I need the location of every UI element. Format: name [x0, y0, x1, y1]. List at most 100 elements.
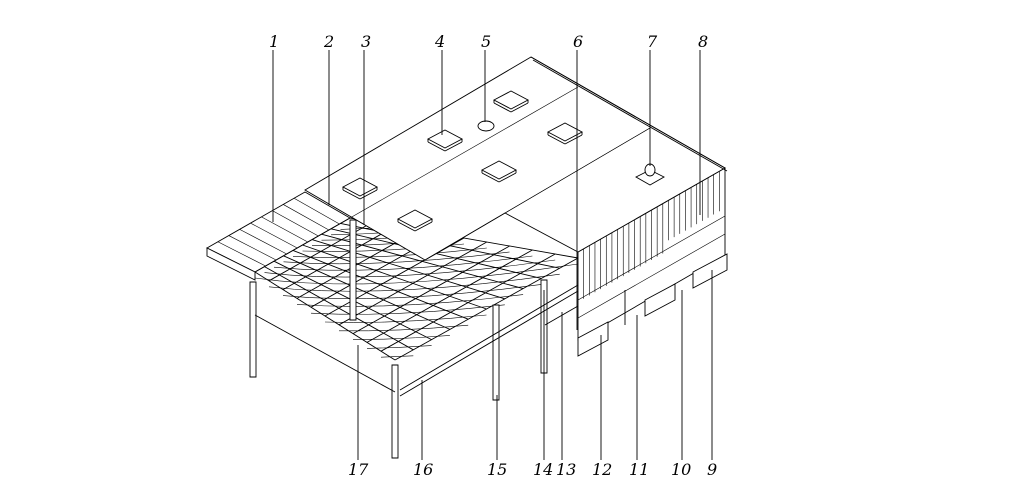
- space-frame-chord: [380, 253, 556, 352]
- space-frame-web: [398, 295, 432, 298]
- space-frame-web: [273, 266, 301, 270]
- crane-beam: [399, 284, 579, 391]
- space-frame-web: [310, 312, 339, 315]
- callout-labels: 1 2 3 4 5 6 7 8 17 16 15 14 13 12 11 10 …: [269, 32, 717, 479]
- space-frame-web: [296, 304, 325, 307]
- space-frame-web: [389, 267, 423, 270]
- space-frame-web: [436, 255, 473, 260]
- space-frame-web: [341, 244, 374, 246]
- skylight-edge: [427, 141, 446, 152]
- space-frame-web: [485, 294, 524, 300]
- space-frame-web: [366, 297, 399, 299]
- space-frame-web: [400, 327, 434, 331]
- label-13: 13: [556, 460, 576, 479]
- space-frame-web: [363, 282, 395, 285]
- space-frame-web: [279, 280, 306, 284]
- column: [349, 219, 357, 321]
- space-frame-web: [402, 259, 437, 263]
- canopy-sheet-line: [228, 235, 277, 261]
- label-14: 14: [533, 460, 553, 479]
- skylight-edge: [444, 141, 463, 152]
- canopy-sheet-line: [283, 204, 330, 231]
- space-frame-web: [302, 250, 332, 252]
- space-frame-web: [264, 272, 290, 276]
- door-10: [644, 283, 676, 317]
- space-frame-web: [310, 262, 340, 265]
- label-6: 6: [573, 32, 583, 51]
- space-frame-web: [357, 268, 390, 271]
- canopy-sheet-line: [261, 216, 308, 243]
- space-frame-web: [433, 324, 469, 329]
- column: [249, 281, 257, 378]
- space-frame-web: [368, 313, 400, 315]
- skylight-edge: [342, 189, 361, 200]
- skylight-edge: [498, 172, 517, 183]
- door-12: [577, 321, 609, 357]
- column: [492, 304, 500, 401]
- skylight-edge: [481, 172, 500, 183]
- space-frame-web: [381, 254, 416, 257]
- canopy-sheet-line: [272, 210, 319, 237]
- space-frame-web: [433, 308, 469, 312]
- space-frame-web: [321, 290, 351, 292]
- label-15: 15: [487, 460, 507, 479]
- skylight-edge: [397, 221, 416, 232]
- space-frame-web: [449, 298, 486, 303]
- space-frame-web: [399, 311, 434, 314]
- crane-beam: [399, 290, 579, 397]
- space-frame-web: [283, 261, 311, 264]
- roof-line: [504, 127, 651, 214]
- roof-ridge: [530, 56, 726, 169]
- space-frame-web: [537, 263, 579, 271]
- space-frame-web: [289, 274, 317, 277]
- skylight-edge: [414, 221, 433, 232]
- wall-band: [577, 215, 726, 301]
- space-frame-web: [466, 288, 503, 294]
- space-frame-web: [376, 274, 409, 277]
- space-frame-chord: [366, 249, 533, 343]
- label-9: 9: [707, 460, 717, 479]
- canopy-sheet-line: [293, 197, 340, 225]
- space-frame-web: [294, 288, 322, 292]
- space-frame-web: [415, 301, 450, 305]
- canopy-edge: [206, 247, 256, 281]
- space-frame-web: [305, 282, 334, 285]
- space-frame-web: [366, 347, 399, 349]
- roof-ridge: [532, 59, 728, 172]
- label-17: 17: [348, 460, 369, 479]
- space-frame-web: [368, 329, 401, 332]
- label-5: 5: [481, 32, 491, 51]
- space-frame-web: [254, 277, 280, 282]
- space-frame-web: [446, 283, 483, 288]
- canopy-sheet-line: [217, 241, 266, 267]
- crane-beam: [254, 314, 396, 393]
- space-frame-web: [330, 233, 363, 236]
- space-frame-web: [380, 289, 413, 292]
- space-frame-web: [450, 314, 487, 319]
- wall-beam: [544, 305, 579, 326]
- space-frame-chord: [282, 225, 396, 290]
- skylight-edge: [510, 102, 529, 113]
- space-frame-web: [499, 269, 538, 275]
- space-frame-web: [324, 305, 353, 307]
- space-frame-web: [292, 256, 321, 258]
- roof-vent-5: [477, 120, 495, 132]
- label-3: 3: [361, 32, 371, 51]
- space-frame-web: [478, 264, 516, 270]
- space-frame-web: [394, 280, 428, 284]
- label-11: 11: [629, 460, 649, 479]
- space-frame-web: [450, 247, 487, 253]
- space-frame-web: [380, 355, 414, 358]
- space-frame-web: [431, 292, 467, 297]
- label-8: 8: [698, 32, 708, 51]
- column: [391, 364, 399, 459]
- wall-band: [577, 233, 726, 319]
- space-frame-web: [268, 286, 295, 290]
- label-7: 7: [647, 32, 658, 51]
- space-frame-web: [415, 335, 450, 339]
- skylight-edge: [547, 134, 566, 145]
- label-10: 10: [671, 460, 691, 479]
- space-frame-web: [340, 227, 373, 230]
- space-frame-chord: [352, 245, 510, 334]
- space-frame-web: [502, 284, 542, 290]
